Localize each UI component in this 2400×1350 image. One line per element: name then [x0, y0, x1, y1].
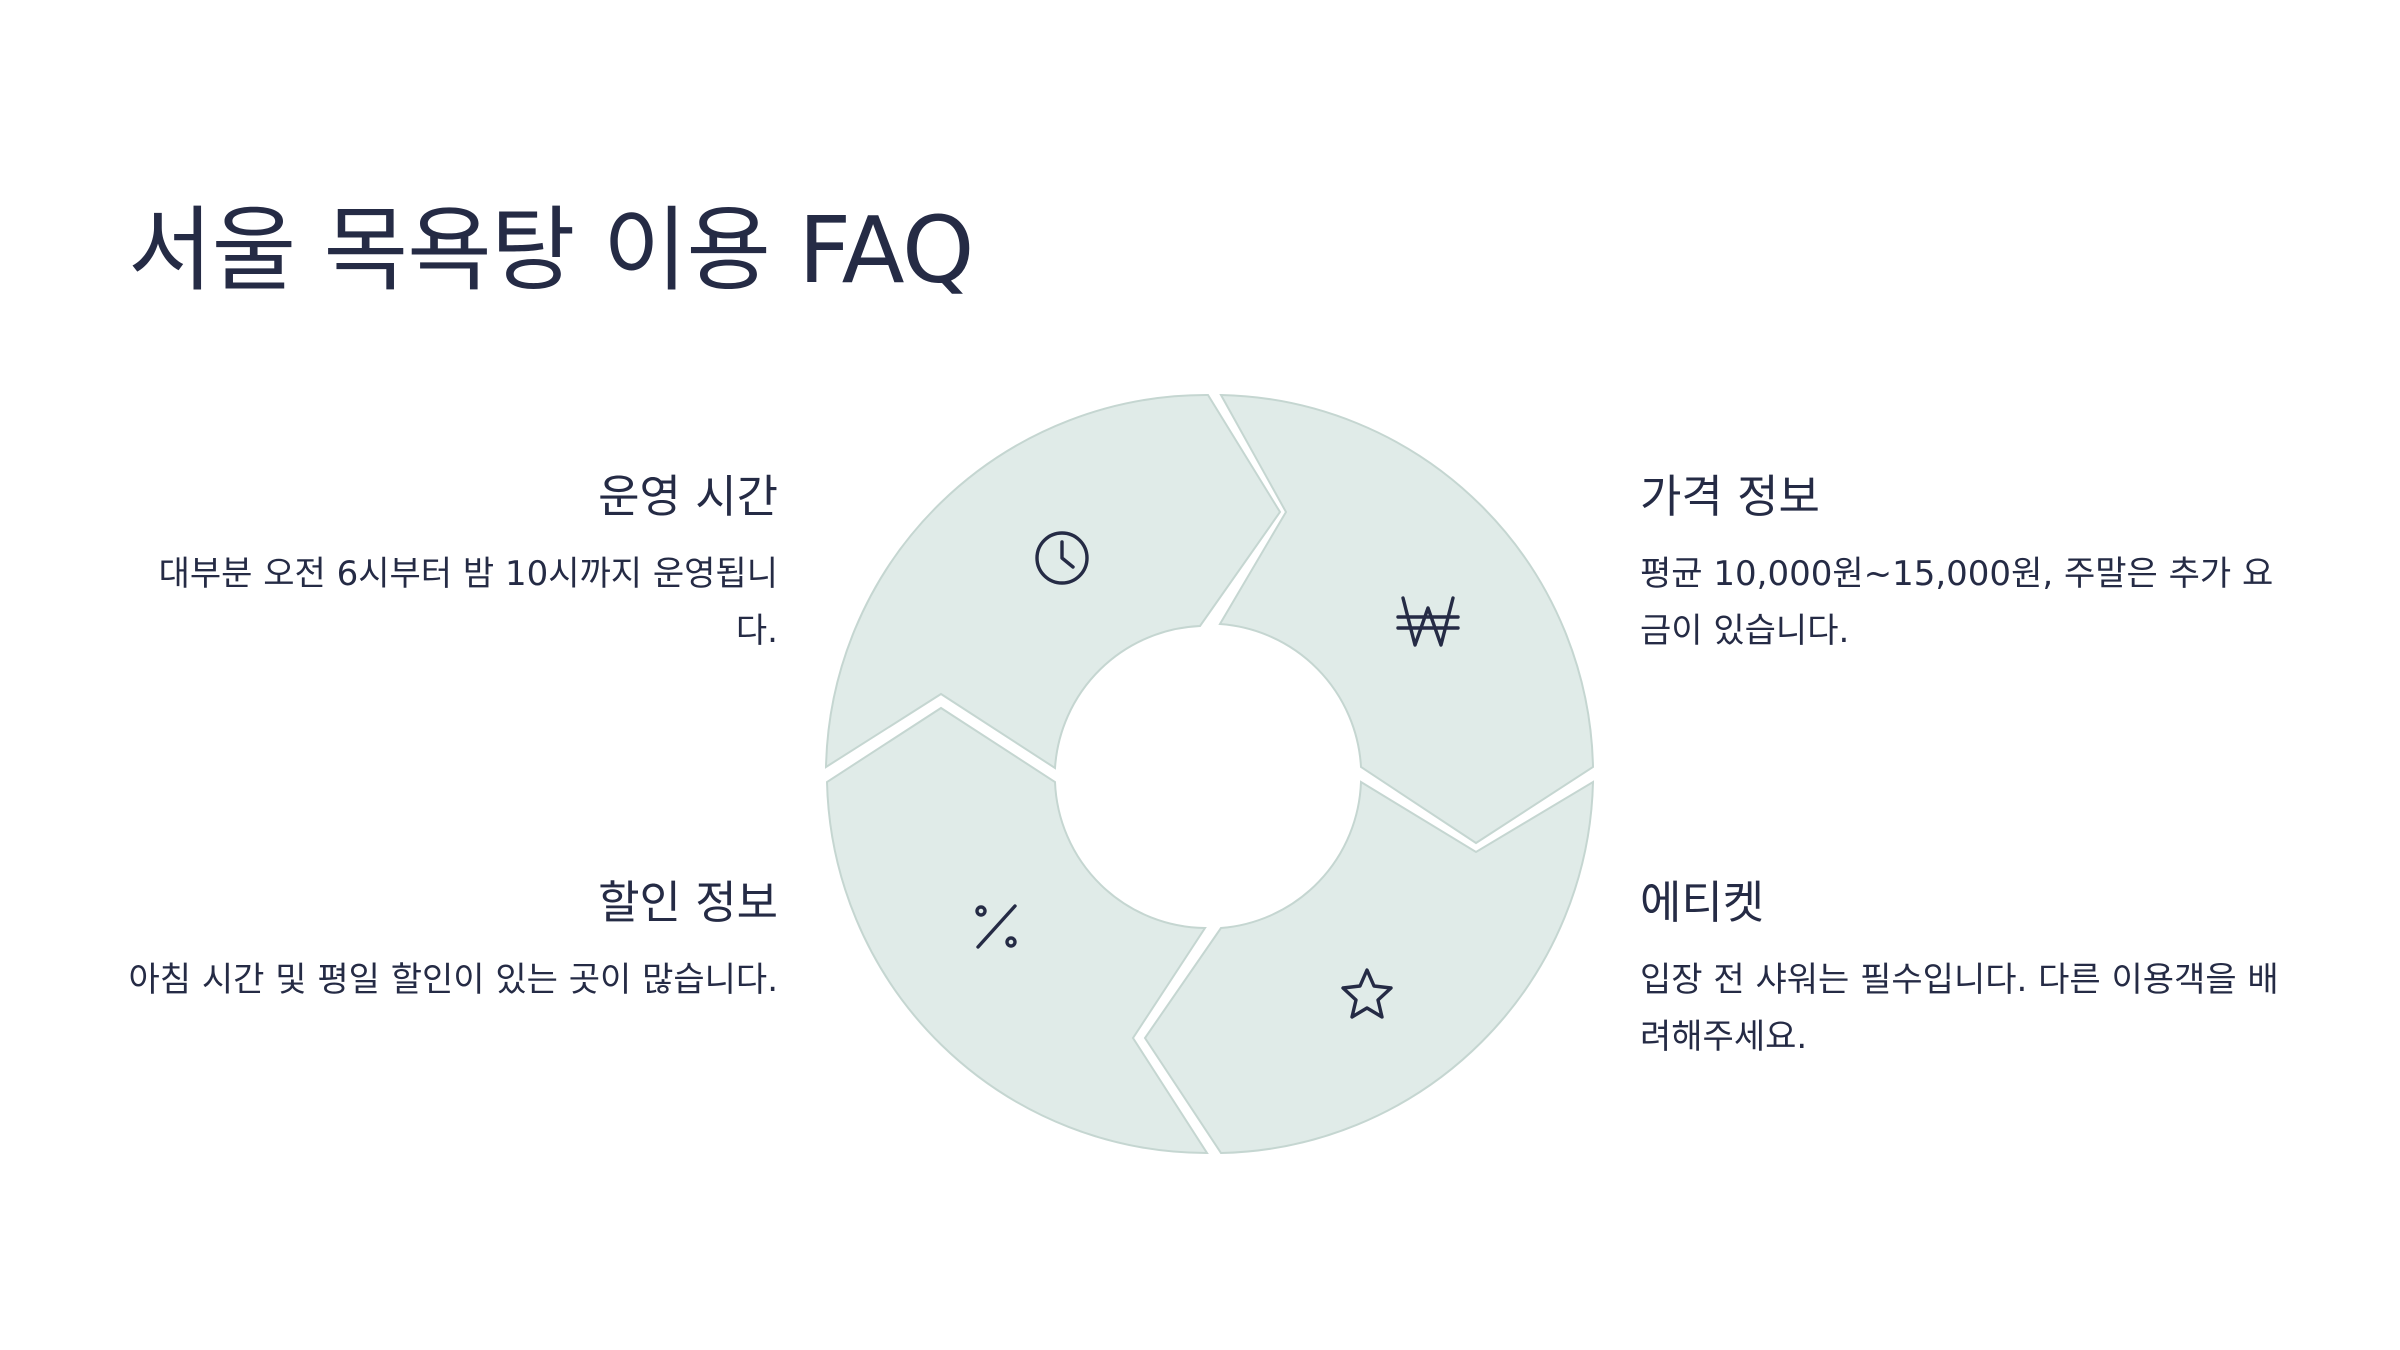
page-title: 서울 목욕탕 이용 FAQ: [128, 197, 974, 304]
faq-discount: 할인 정보 아침 시간 및 평일 할인이 있는 곳이 많습니다.: [128, 876, 779, 1009]
faq-discount-heading: 할인 정보: [598, 876, 778, 929]
won-icon: [1396, 596, 1460, 647]
faq-price-heading: 가격 정보: [1640, 470, 1820, 523]
faq-etiquette-heading: 에티켓: [1640, 876, 1765, 929]
faq-hours: 운영 시간 대부분 오전 6시부터 밤 10시까지 운영됩니다.: [128, 470, 778, 660]
percent-icon: [975, 904, 1017, 949]
faq-discount-text: 아침 시간 및 평일 할인이 있는 곳이 많습니다.: [128, 960, 779, 1000]
faq-hours-heading: 운영 시간: [598, 470, 778, 523]
clock-icon: [1035, 531, 1089, 585]
segment-discount: [825, 706, 1209, 1155]
faq-price: 가격 정보 평균 10,000원~15,000원, 주말은 추가 요금이 있습니…: [1640, 470, 2290, 660]
star-icon: [1341, 968, 1393, 1019]
faq-etiquette-text: 입장 전 샤워는 필수입니다. 다른 이용객을 배려해주세요.: [1640, 960, 2279, 1057]
faq-etiquette: 에티켓 입장 전 샤워는 필수입니다. 다른 이용객을 배려해주세요.: [1640, 876, 2290, 1066]
faq-price-text: 평균 10,000원~15,000원, 주말은 추가 요금이 있습니다.: [1640, 554, 2274, 651]
segment-price: [1218, 393, 1595, 845]
faq-hours-text: 대부분 오전 6시부터 밤 10시까지 운영됩니다.: [158, 554, 778, 651]
segment-etiquette: [1143, 780, 1595, 1155]
